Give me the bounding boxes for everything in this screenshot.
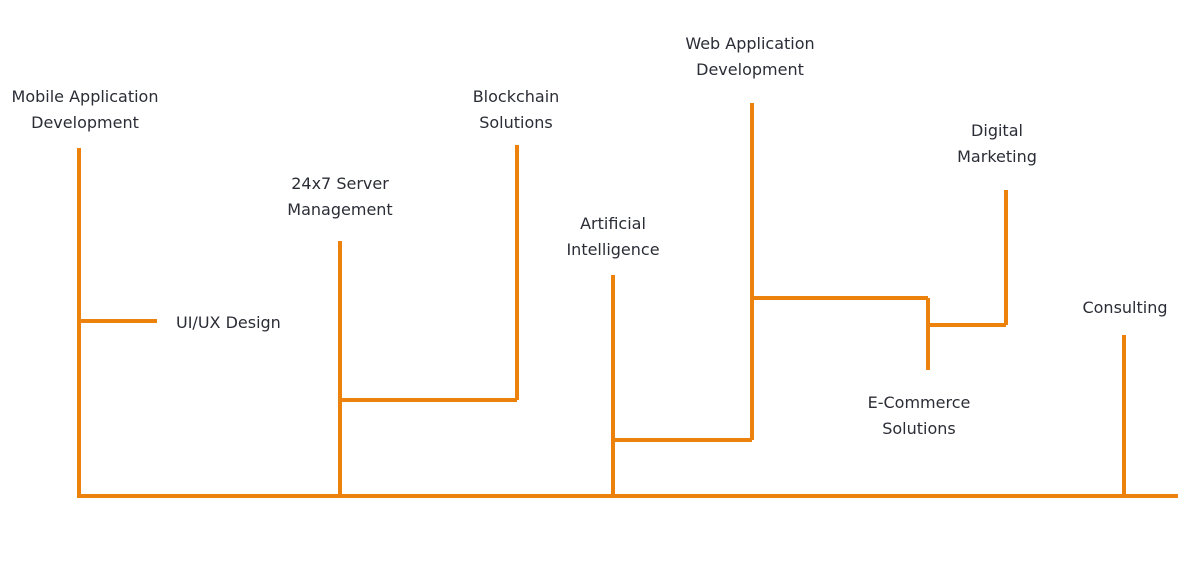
label-line: Intelligence xyxy=(566,240,660,259)
label-line: Digital xyxy=(971,121,1023,140)
label-line: Mobile Application xyxy=(11,87,159,106)
label-line: Web Application xyxy=(685,34,815,53)
label-line: Development xyxy=(31,113,139,132)
label-line: Solutions xyxy=(882,419,956,438)
node-label-mobile-app-development: Mobile Application Development xyxy=(0,84,170,136)
node-label-artificial-intelligence: Artificial Intelligence xyxy=(553,211,673,263)
node-label-digital-marketing: Digital Marketing xyxy=(937,118,1057,170)
node-label-blockchain-solutions: Blockchain Solutions xyxy=(456,84,576,136)
node-label-ecommerce-solutions: E-Commerce Solutions xyxy=(849,390,989,442)
label-line: UI/UX Design xyxy=(176,313,281,332)
label-line: Development xyxy=(696,60,804,79)
node-label-web-application-development: Web Application Development xyxy=(670,31,830,83)
label-line: Solutions xyxy=(479,113,553,132)
node-label-uiux-design: UI/UX Design xyxy=(176,310,296,336)
label-line: Artificial xyxy=(580,214,646,233)
node-label-server-management: 24x7 Server Management xyxy=(270,171,410,223)
label-line: Consulting xyxy=(1082,298,1168,317)
label-line: Management xyxy=(287,200,393,219)
label-line: E-Commerce xyxy=(867,393,971,412)
node-label-consulting: Consulting xyxy=(1070,295,1180,321)
label-line: Marketing xyxy=(957,147,1037,166)
label-line: Blockchain xyxy=(472,87,560,106)
label-line: 24x7 Server xyxy=(291,174,389,193)
